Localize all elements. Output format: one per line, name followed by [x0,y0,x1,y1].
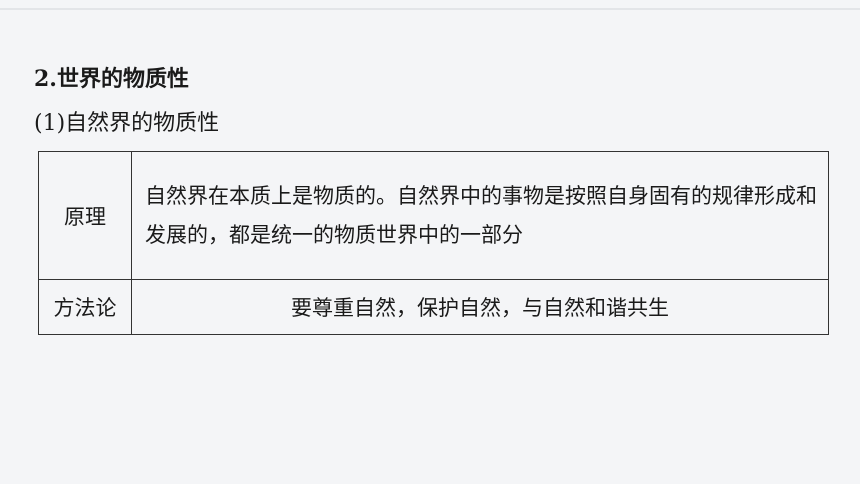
table-row-methodology: 方法论 要尊重自然，保护自然，与自然和谐共生 [38,279,829,335]
table-row-principle: 原理 自然界在本质上是物质的。自然界中的事物是按照自身固有的规律形成和发展的，都… [38,151,829,280]
section-heading: 2.世界的物质性 [34,66,189,92]
row-content-methodology: 要尊重自然，保护自然，与自然和谐共生 [131,279,829,335]
top-divider [0,8,860,10]
row-label-principle: 原理 [38,151,132,280]
row-content-principle: 自然界在本质上是物质的。自然界中的事物是按照自身固有的规律形成和发展的，都是统一… [131,151,829,280]
principle-table: 原理 自然界在本质上是物质的。自然界中的事物是按照自身固有的规律形成和发展的，都… [38,151,829,335]
section-subheading: (1)自然界的物质性 [34,111,220,136]
row-label-methodology: 方法论 [38,279,132,335]
